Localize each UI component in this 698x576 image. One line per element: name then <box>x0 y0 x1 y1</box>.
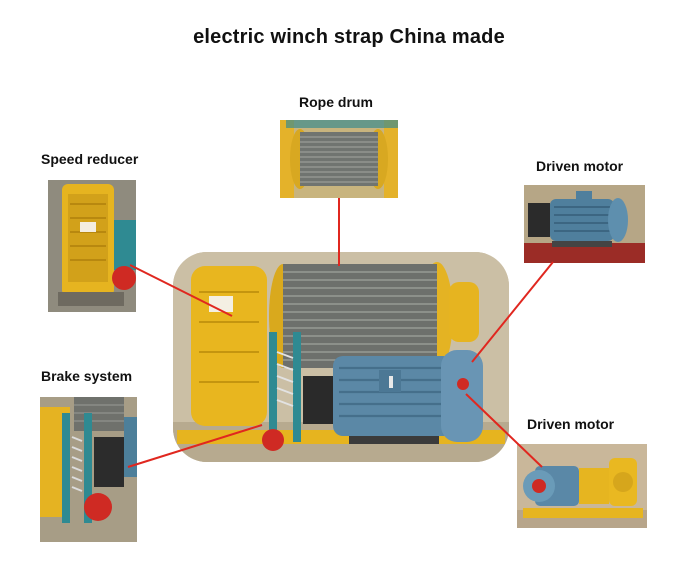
main-winch-photo <box>173 252 509 462</box>
brake-system-photo <box>40 397 137 542</box>
speed-reducer-photo <box>48 180 136 312</box>
page-title: electric winch strap China made <box>193 26 505 48</box>
label-driven-motor-bottom: Driven motor <box>527 416 615 432</box>
label-brake-system: Brake system <box>41 368 133 384</box>
connector-speed-reducer <box>129 264 233 317</box>
rope-drum-photo <box>280 120 398 198</box>
driven-motor-bottom-photo <box>517 444 647 528</box>
driven-motor-top-photo <box>524 185 645 263</box>
connector-brake-system <box>127 424 263 468</box>
connector-driven-motor-top <box>471 261 554 363</box>
label-driven-motor-top: Driven motor <box>536 158 624 174</box>
connector-driven-motor-bottom <box>465 393 543 468</box>
label-speed-reducer: Speed reducer <box>41 151 139 167</box>
label-rope-drum: Rope drum <box>299 94 373 110</box>
